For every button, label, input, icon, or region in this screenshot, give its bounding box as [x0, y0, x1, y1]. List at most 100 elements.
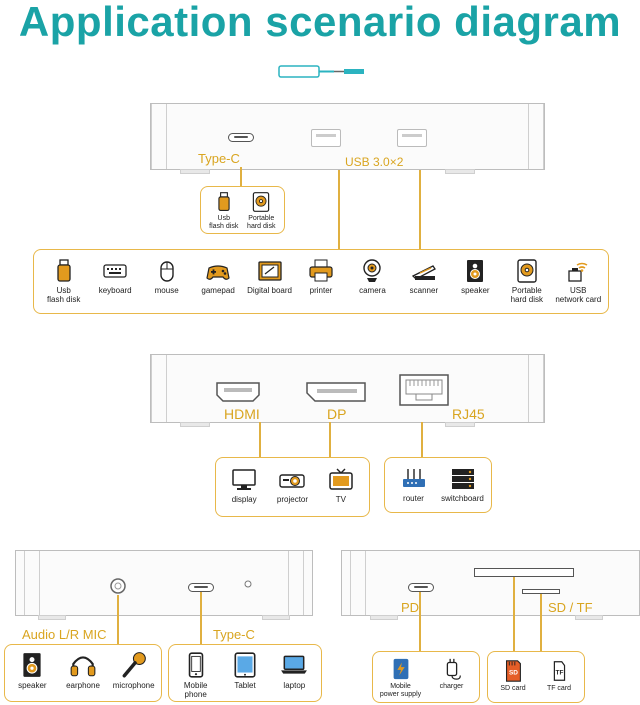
item-label: charger — [439, 683, 464, 690]
keyboard-icon — [103, 264, 127, 278]
usb-devices-box: Usb flash disk keyboard mouse gamepad Digita… — [33, 249, 609, 314]
projector-icon — [279, 474, 306, 488]
hub-device-right-side — [341, 550, 640, 616]
router-item: router — [389, 466, 438, 503]
item-label: keyboard — [98, 286, 132, 295]
item-label: microphone — [112, 681, 155, 690]
item-label: Tablet — [234, 681, 256, 690]
mouse-icon — [159, 261, 174, 282]
item-label: Portable hard disk — [510, 286, 544, 304]
tv-item: TV — [317, 467, 365, 504]
item-label: laptop — [283, 681, 306, 690]
scanner-icon — [411, 265, 436, 280]
tablet-icon — [234, 652, 256, 678]
hub-device-front — [150, 103, 545, 170]
portable-hard-disk-icon — [517, 259, 537, 283]
speaker-icon — [467, 260, 484, 282]
item-label: Usb flash disk — [47, 286, 81, 304]
keyboard-item: keyboard — [89, 258, 140, 295]
earphone-item: earphone — [58, 651, 109, 690]
charger-item: charger — [426, 657, 477, 691]
mobile-power-supply-item: Mobile power supply — [375, 657, 426, 699]
usb-network-card-icon — [568, 262, 588, 282]
hdmi-port-icon — [216, 382, 260, 402]
sd-card-icon: SD — [505, 660, 521, 682]
usb-port-1 — [311, 129, 341, 147]
earphone-icon — [70, 656, 96, 677]
digital-board-item: Digital board — [244, 258, 295, 295]
display-devices-box: display projector TV — [215, 457, 370, 517]
item-label: switchboard — [441, 494, 484, 503]
pd-port — [408, 583, 434, 592]
microphone-item: microphone — [108, 651, 159, 690]
typec-port-side — [188, 583, 214, 592]
item-label: gamepad — [201, 286, 235, 295]
usb-flash-disk-item: Usb flash disk — [38, 258, 89, 304]
item-label: Mobile power supply — [379, 683, 422, 698]
typec-side-port-label: Type-C — [213, 627, 255, 642]
digital-board-icon — [257, 261, 282, 281]
sd-card-slot — [474, 568, 574, 577]
laptop-icon — [281, 655, 308, 674]
portable-hard-disk-item: Portable hard disk — [501, 258, 552, 304]
tf-card-icon: TF — [553, 661, 566, 681]
item-label: camera — [359, 286, 386, 295]
typec-port-label: Type-C — [198, 151, 240, 166]
item-label: earphone — [66, 681, 100, 690]
gamepad-item: gamepad — [192, 258, 243, 295]
speaker-item: speaker — [7, 651, 58, 690]
switchboard-icon — [451, 469, 474, 489]
projector-item: projector — [268, 467, 316, 504]
router-icon — [402, 469, 425, 487]
camera-icon — [363, 259, 382, 282]
item-label: scanner — [409, 286, 439, 295]
usb-port-2 — [397, 129, 427, 147]
tv-icon — [329, 468, 353, 490]
typec-port — [228, 133, 254, 142]
audio-jack-icon — [110, 578, 126, 594]
dp-port-icon — [306, 382, 366, 402]
item-label: Usb flash disk — [209, 215, 239, 230]
mobile-phone-item: Mobile phone — [171, 651, 220, 699]
item-label: TV — [335, 495, 346, 504]
gamepad-icon — [206, 265, 230, 280]
audio-devices-box: speaker earphone microphone — [4, 644, 162, 702]
mobile-phone-icon — [188, 652, 203, 678]
item-label: speaker — [461, 286, 490, 295]
hub-device-left-side — [15, 550, 313, 616]
audio-port-label: Audio L/R MIC — [22, 627, 107, 642]
display-icon — [232, 469, 256, 490]
charger-icon — [446, 658, 461, 680]
mouse-item: mouse — [141, 258, 192, 295]
printer-item: printer — [295, 258, 346, 295]
item-label: projector — [276, 495, 309, 504]
indicator-led-icon — [244, 580, 252, 588]
mobile-power-supply-icon — [393, 658, 408, 680]
display-item: display — [220, 467, 268, 504]
microphone-icon — [122, 652, 146, 678]
usb-flash-disk-item: Usb flash disk — [205, 191, 243, 231]
tf-card-slot — [522, 589, 560, 594]
item-label: speaker — [18, 681, 47, 690]
tablet-item: Tablet — [220, 651, 269, 690]
item-label: Mobile phone — [183, 681, 208, 699]
rj45-port-label: RJ45 — [452, 406, 485, 422]
item-label: SD card — [500, 685, 526, 692]
pd-port-label: PD — [401, 600, 420, 615]
item-label: USB network card — [555, 286, 602, 304]
usb-cable-icon — [278, 65, 364, 78]
usb-port-label: USB 3.0×2 — [345, 155, 404, 169]
svg-text:SD: SD — [509, 670, 518, 677]
portable-hard-disk-item: Portable hard disk — [243, 191, 281, 231]
item-label: Digital board — [247, 286, 292, 295]
dp-port-label: DP — [327, 406, 347, 422]
laptop-item: laptop — [270, 651, 319, 690]
usb-network-card-item: USB network card — [553, 258, 604, 304]
camera-item: camera — [347, 258, 398, 295]
usb-flash-disk-icon — [218, 192, 230, 212]
usb-flash-disk-icon — [57, 259, 71, 282]
portable-hard-disk-icon — [253, 192, 270, 212]
item-label: Portable hard disk — [247, 215, 276, 230]
